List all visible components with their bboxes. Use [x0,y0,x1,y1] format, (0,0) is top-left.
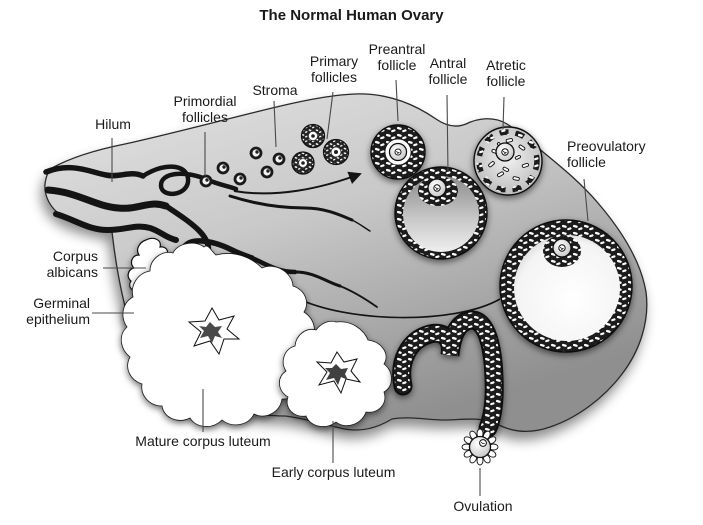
label-primordial-follicles: Primordial follicles [173,93,237,125]
mature-corpus-luteum [120,242,315,427]
antral-follicle [394,166,488,260]
label-primary-follicles: Primary follicles [309,53,359,85]
label-mature-corpus-luteum: Mature corpus luteum [135,433,271,449]
primary-follicles [291,123,350,175]
label-antral-follicle: Antral follicle [428,55,468,87]
leader-lines [92,79,589,496]
page-title: The Normal Human Ovary [259,7,444,24]
label-atretic-follicle: Atretic follicle [486,57,526,89]
primordial-follicles [199,146,286,188]
label-germinal-epithelium: Germinal epithelium [26,295,90,327]
leader-primary-follicles [326,91,334,140]
label-hilum: Hilum [95,116,131,132]
preovulatory-follicle [499,219,633,353]
label-preovulatory-follicle: Preovulatory follicle [567,138,646,170]
maturation-arrow-icon [233,171,362,195]
leader-atretic-follicle [502,96,505,130]
label-preantral-follicle: Preantral follicle [368,41,426,73]
label-corpus-albicans: Corpus albicans [46,248,98,280]
leader-preovulatory-follicle [583,178,589,222]
leader-stroma [273,100,277,148]
luteal-arrow-icon [293,296,501,319]
label-ovulation: Ovulation [453,498,513,514]
label-early-corpus-luteum: Early corpus luteum [271,464,396,480]
early-corpus-luteum [279,320,392,427]
atretic-follicle [473,126,543,196]
leader-preantral-follicle [395,79,399,122]
ovulated-oocyte [461,428,499,466]
preantral-follicle [370,124,426,180]
ruptured-follicle [392,310,504,438]
label-stroma: Stroma [252,82,298,98]
leader-antral-follicle [446,94,449,173]
